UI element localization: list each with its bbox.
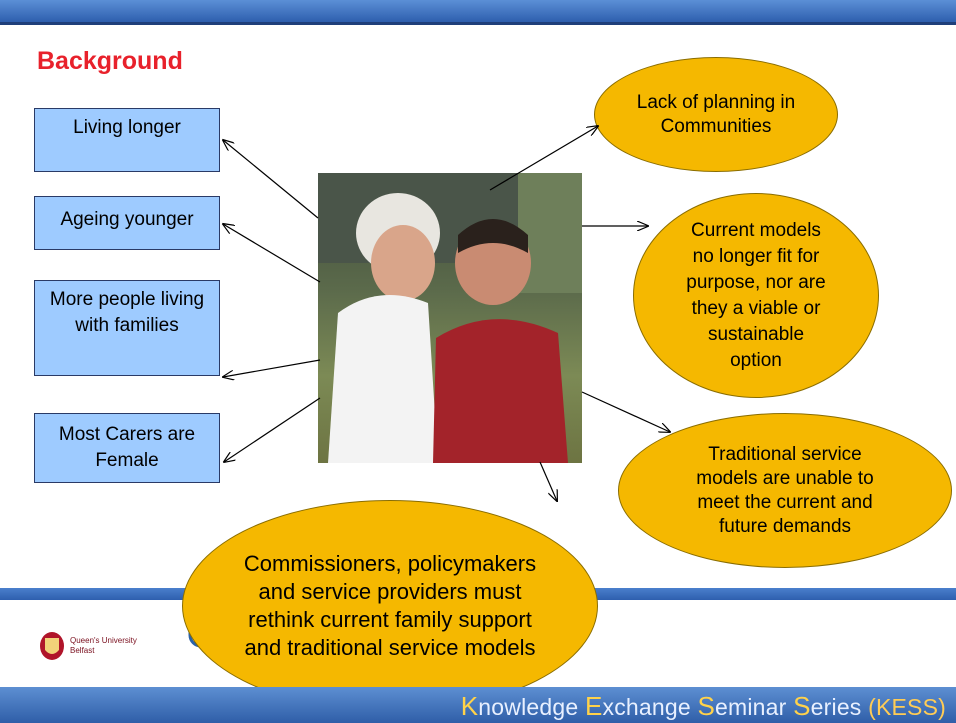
footer-initial: S	[697, 691, 716, 721]
footer-word: eries	[810, 694, 869, 720]
box-label: More people living with families	[49, 289, 205, 336]
footer-word: xchange	[602, 694, 698, 720]
footer-word: nowledge	[478, 694, 585, 720]
ellipse-text: Lack of planning in Communities	[636, 91, 796, 137]
arrow-to-families	[223, 359, 321, 377]
arrow-to-traditional	[581, 391, 670, 432]
footer-initial: E	[584, 691, 603, 721]
box-label: Living longer	[73, 117, 181, 138]
ellipse-commissioners: Commissioners, policymakers and service …	[182, 500, 598, 712]
bottom-banner	[0, 687, 956, 723]
ellipse-text: Traditional service models are unable to…	[696, 443, 874, 537]
ellipse-current-models: Current models no longer fit for purpose…	[633, 193, 879, 398]
ellipse-text: Commissioners, policymakers and service …	[243, 551, 537, 660]
footer-word: eminar	[715, 694, 794, 720]
arrow-to-living-longer	[223, 140, 319, 219]
box-carers-female: Most Carers are Female	[34, 413, 220, 483]
box-more-people-with-families: More people living with families	[34, 280, 220, 376]
qub-crest-icon	[40, 632, 64, 660]
box-label: Ageing younger	[60, 209, 194, 230]
box-ageing-younger: Ageing younger	[34, 196, 220, 250]
qub-logo-text: Queen's University Belfast	[70, 636, 137, 655]
box-living-longer: Living longer	[34, 108, 220, 172]
ellipse-text: Current models no longer fit for purpose…	[686, 219, 826, 371]
slide-title: Background	[37, 47, 183, 75]
arrow-to-commissioners	[539, 461, 557, 501]
qub-logo: Queen's University Belfast	[36, 626, 176, 666]
photo-illustration	[318, 173, 582, 463]
footer-abbreviation: (KESS)	[868, 694, 946, 720]
ellipse-traditional-models: Traditional service models are unable to…	[618, 413, 952, 568]
footer-initial: K	[460, 691, 479, 721]
arrow-to-carers	[224, 397, 321, 462]
box-label: Most Carers are Female	[58, 424, 196, 471]
footer-initial: S	[793, 691, 811, 721]
footer-series-title: Knowledge Exchange Seminar Series (KESS)	[461, 691, 946, 722]
top-banner	[0, 0, 956, 25]
arrow-to-ageing-younger	[223, 224, 321, 283]
photo-people	[318, 173, 582, 463]
ellipse-lack-of-planning: Lack of planning in Communities	[594, 57, 838, 172]
